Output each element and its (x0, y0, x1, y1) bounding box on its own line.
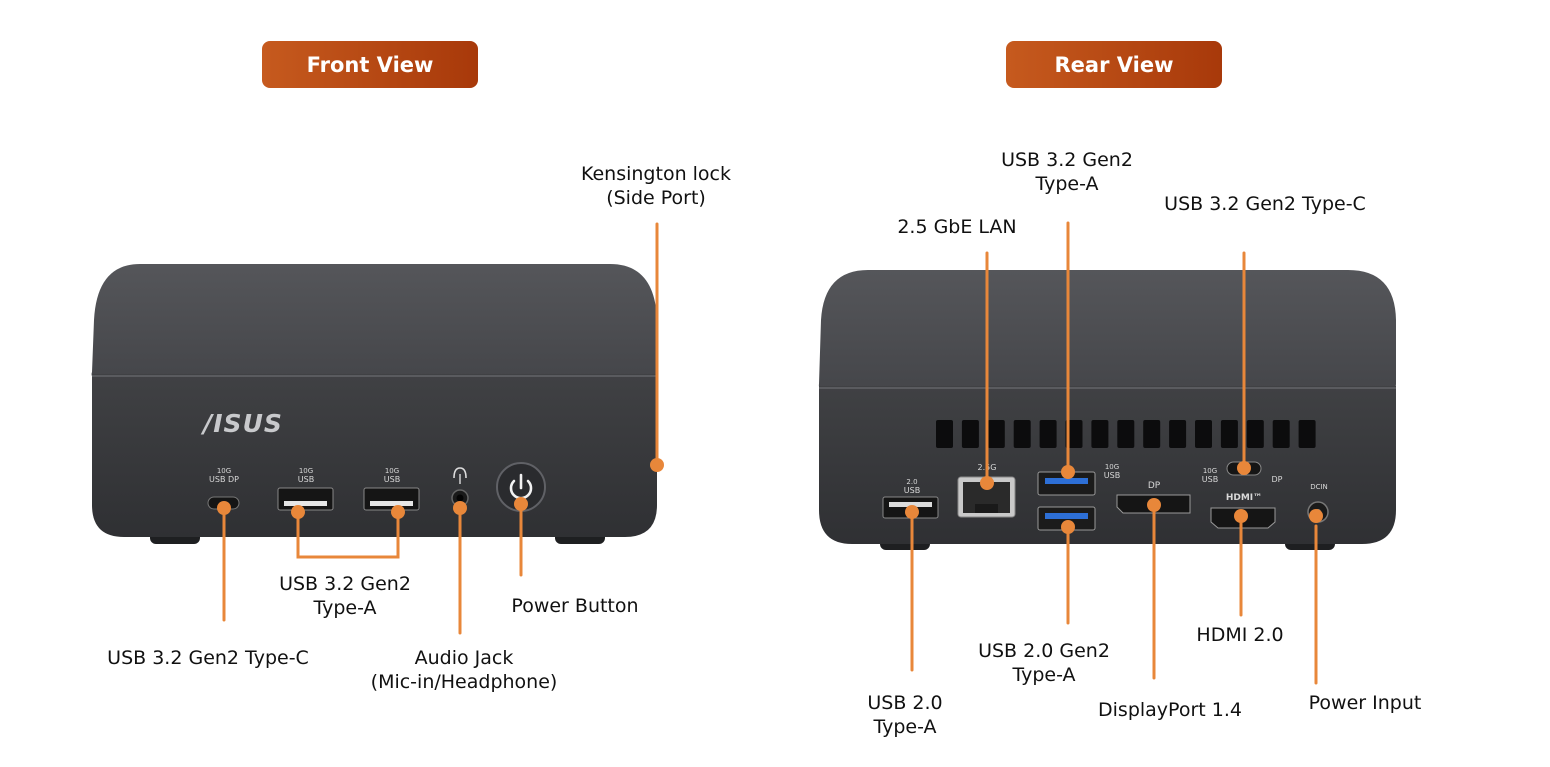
callout-dots (217, 458, 1323, 534)
vent-slot (1091, 420, 1109, 448)
rear-vents (936, 420, 1316, 448)
vent-slot (1039, 420, 1057, 448)
svg-text:USB: USB (1202, 475, 1218, 484)
label-power-button: Power Button (511, 595, 639, 617)
front-device: /ISUS 10G USB DP 10G USB 10G USB (91, 264, 658, 544)
front-usba-port-1: 10G USB (277, 467, 334, 511)
svg-text:USB: USB (298, 475, 314, 484)
svg-text:10G: 10G (299, 467, 313, 475)
svg-text:10G: 10G (385, 467, 399, 475)
svg-text:USB: USB (384, 475, 400, 484)
vent-slot (1298, 420, 1316, 448)
rear-lid (818, 270, 1396, 390)
label-rear-usb-typec: USB 3.2 Gen2 Type-C (1164, 193, 1366, 215)
vent-slot (1220, 420, 1238, 448)
front-face (92, 374, 657, 537)
label-usb20-gen2: USB 2.0 Gen2 Type-A (978, 640, 1110, 686)
rear-device: 2.0 USB 2.5G 10G USB (818, 270, 1396, 550)
label-audio-jack: Audio Jack (Mic-in/Headphone) (370, 647, 558, 693)
svg-text:2.0: 2.0 (906, 478, 917, 486)
vent-slot (1117, 420, 1135, 448)
front-view-header: Front View (262, 41, 478, 88)
label-displayport: DisplayPort 1.4 (1098, 699, 1242, 721)
svg-text:USB: USB (1104, 471, 1120, 480)
callout-front-usba (296, 510, 400, 559)
svg-text:DP: DP (1148, 481, 1161, 491)
callout-lines (222, 221, 1318, 685)
label-rear-usb-typea-gen2: USB 3.2 Gen2 Type-A (1001, 149, 1133, 195)
front-usba-port-2: 10G USB (363, 467, 420, 511)
label-front-usb-typea: USB 3.2 Gen2 Type-A (279, 573, 411, 619)
rear-view-header: Rear View (1006, 41, 1222, 88)
svg-text:10G: 10G (1203, 467, 1217, 475)
svg-text:USB: USB (904, 486, 920, 495)
vent-slot (1246, 420, 1264, 448)
label-kensington-lock: Kensington lock (Side Port) (580, 163, 732, 209)
headset-icon (453, 467, 467, 484)
vent-slot (1169, 420, 1187, 448)
vent-slot (961, 420, 979, 448)
vent-slot (987, 420, 1005, 448)
svg-text:10G: 10G (1105, 463, 1119, 471)
label-power-input: Power Input (1308, 692, 1422, 714)
vent-slot (936, 420, 953, 448)
vent-slot (1143, 420, 1161, 448)
svg-text:DP: DP (1272, 475, 1283, 484)
label-hdmi: HDMI 2.0 (1196, 624, 1284, 646)
svg-text:HDMI™: HDMI™ (1226, 493, 1262, 503)
vent-slot (1195, 420, 1212, 448)
svg-text:USB DP: USB DP (209, 475, 239, 484)
vent-slot (1013, 420, 1031, 448)
label-usb20: USB 2.0 Type-A (867, 692, 943, 738)
asus-logo: /ISUS (200, 409, 283, 438)
front-lid (91, 264, 658, 378)
vent-slot (1065, 420, 1083, 448)
label-lan: 2.5 GbE LAN (897, 216, 1017, 238)
label-front-usb-typec: USB 3.2 Gen2 Type-C (107, 647, 309, 669)
vent-slot (1272, 420, 1290, 448)
svg-text:DCIN: DCIN (1310, 483, 1328, 491)
svg-text:10G: 10G (217, 467, 231, 475)
rear-usb-stack: 10G USB (1037, 463, 1120, 531)
